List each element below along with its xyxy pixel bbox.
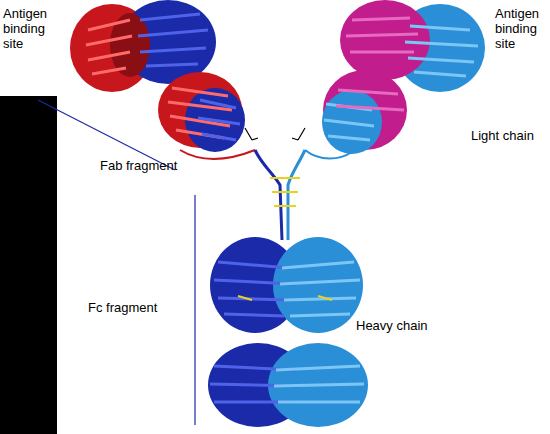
hinge	[245, 128, 305, 240]
antigen-site-label: Antigen binding site	[3, 6, 55, 51]
background-strip	[0, 96, 57, 434]
chain-label: Heavy chain	[356, 318, 446, 333]
fc-region	[208, 237, 368, 427]
fragment-label: Fc fragment	[88, 300, 178, 315]
fragment-label: Fab fragment	[100, 158, 195, 173]
bracket-lines	[38, 100, 195, 425]
chain-label: Light chain	[471, 128, 547, 143]
fab-left	[70, 0, 255, 159]
fab-right	[305, 0, 485, 159]
antigen-site-label: Antigen binding site	[495, 6, 547, 51]
